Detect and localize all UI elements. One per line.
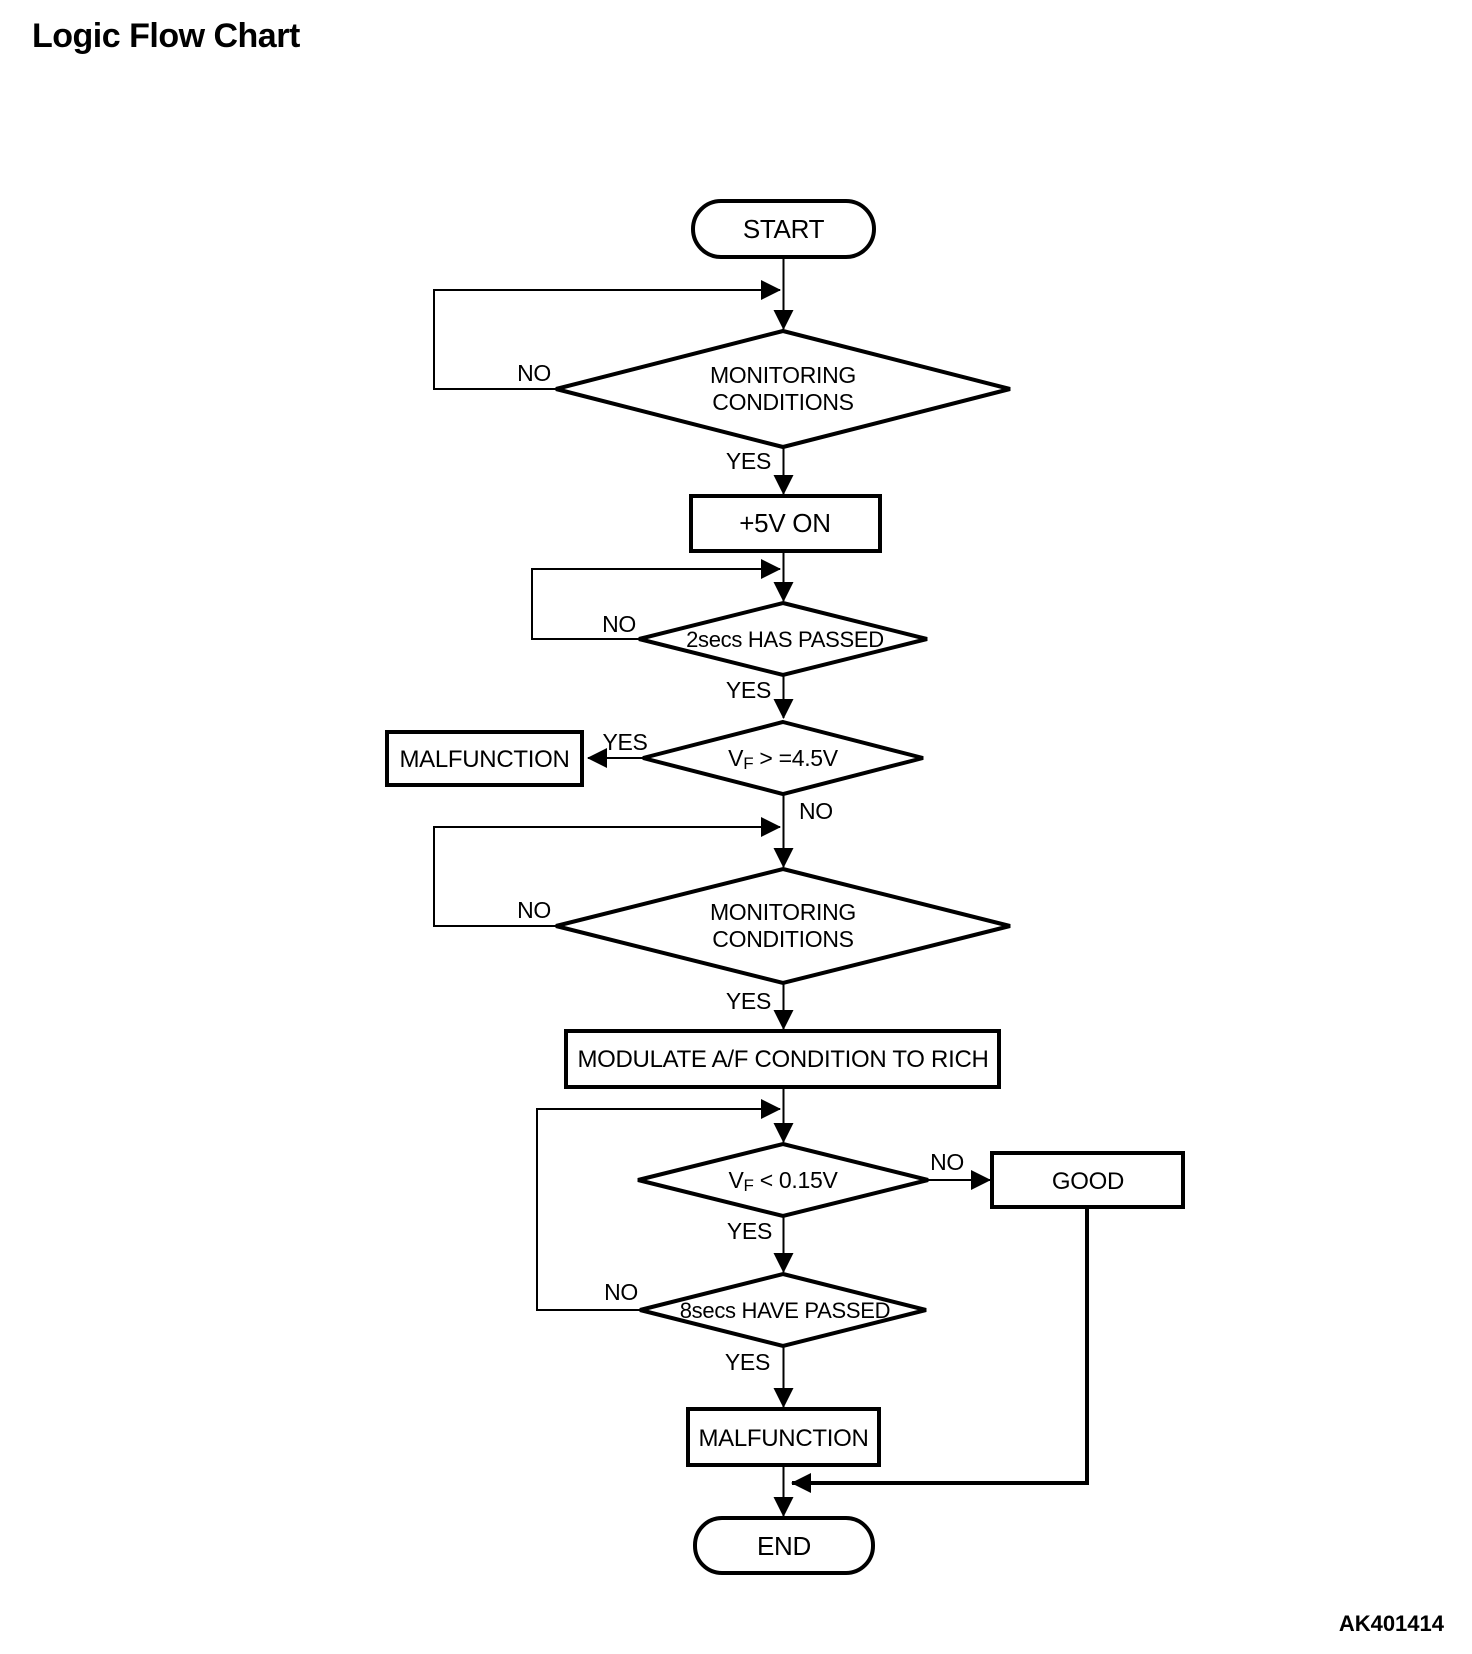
edge-wait8s-no-loop (536, 1099, 781, 1311)
monitoring2-label-line2: CONDITIONS (712, 926, 853, 952)
edge-wait2s-no-loop (531, 559, 781, 640)
edge-monitoring1-no-loop (433, 280, 781, 390)
vf-high-label-f-subscript: F (743, 754, 753, 773)
vf-high-no-label: NO (799, 798, 833, 824)
wait2s-yes-label: YES (726, 677, 771, 703)
decision-vf-ge-4-5v (642, 719, 924, 797)
vf-low-no-label: NO (930, 1149, 964, 1175)
wait2s-no-label: NO (602, 611, 636, 637)
decision-2secs-has-passed (638, 600, 928, 678)
vf-high-label-condition: > =4.5V (753, 745, 839, 771)
good-label: GOOD (1052, 1168, 1124, 1195)
wait2s-label: 2secs HAS PASSED (686, 627, 884, 652)
wait8s-yes-label: YES (725, 1349, 770, 1375)
vf-high-yes-label: YES (602, 729, 647, 755)
monitoring1-no-label: NO (517, 360, 551, 386)
end-label: END (757, 1531, 811, 1561)
wait8s-label: 8secs HAVE PASSED (680, 1298, 891, 1323)
modulate-label: MODULATE A/F CONDITION TO RICH (577, 1046, 988, 1073)
vf-low-yes-label: YES (727, 1218, 772, 1244)
monitoring2-label-line1: MONITORING (710, 899, 856, 925)
vf-high-label: VF > =4.5V (728, 745, 839, 773)
start-label: START (743, 214, 825, 244)
vf-low-label-f-subscript: F (744, 1176, 754, 1195)
monitoring2-yes-label: YES (726, 988, 771, 1014)
page-title: Logic Flow Chart (32, 17, 300, 55)
vf-low-label-v: V (728, 1167, 744, 1193)
edge-good-to-end-join (791, 1207, 1089, 1493)
figure-code: AK401414 (1339, 1611, 1445, 1636)
malfunction1-label: MALFUNCTION (399, 746, 569, 773)
process-malfunction-2 (686, 1407, 881, 1467)
process-plus-5v-on (689, 494, 882, 553)
monitoring1-label-line1: MONITORING (710, 362, 856, 388)
decision-monitoring-conditions-1 (555, 328, 1011, 450)
process-malfunction-1 (385, 730, 584, 787)
vf-low-label-condition: < 0.15V (754, 1167, 839, 1193)
malfunction2-label: MALFUNCTION (698, 1425, 868, 1452)
monitoring1-label-line2: CONDITIONS (712, 389, 853, 415)
edge-monitoring2-no-loop (433, 817, 781, 927)
wait8s-no-label: NO (604, 1279, 638, 1305)
vf-low-label: VF < 0.15V (728, 1167, 838, 1195)
monitoring1-yes-label: YES (726, 448, 771, 474)
process-modulate-af-condition (564, 1029, 1001, 1089)
vf-high-label-v: V (728, 745, 744, 771)
decision-vf-lt-0-15v (637, 1141, 929, 1219)
end-node (693, 1516, 875, 1575)
monitoring2-no-label: NO (517, 897, 551, 923)
process-good (990, 1151, 1185, 1209)
plus5v-label: +5V ON (739, 508, 830, 538)
decision-monitoring-conditions-2 (555, 866, 1011, 986)
decision-8secs-have-passed (639, 1271, 927, 1349)
start-node (691, 199, 876, 259)
